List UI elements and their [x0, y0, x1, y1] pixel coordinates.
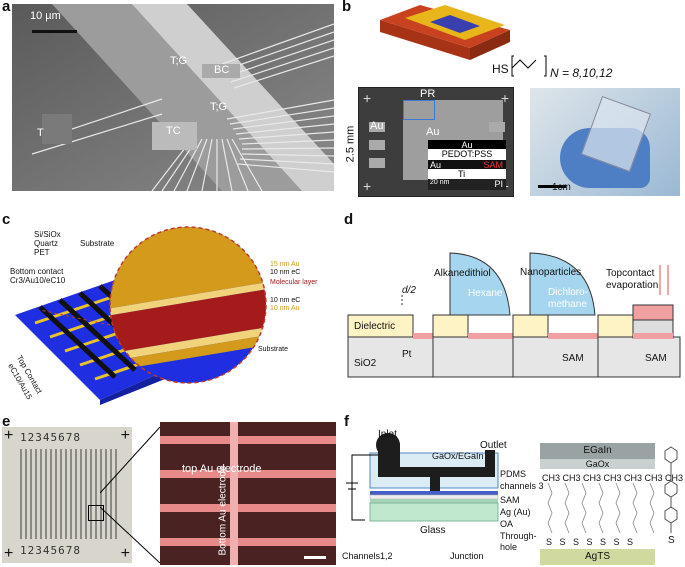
outlet-label: Outlet	[480, 440, 507, 451]
oa-label-f: OA	[500, 519, 514, 529]
topcontact-label-2: evaporation	[606, 280, 659, 291]
chain-label: CH3 CH3 CH3 CH3 CH3 CH3 CH3	[542, 473, 684, 483]
panel-c: c Si/SiOx Quartz PET Substrate Bottom co…	[0, 205, 338, 405]
layer-0: 15 nm Au	[270, 261, 300, 268]
sub-list-1: Quartz	[34, 239, 59, 248]
glass-label: Glass	[420, 525, 446, 536]
digits-bottom: 12345678	[20, 544, 81, 557]
sam-label-f: SAM	[500, 495, 520, 505]
gaox-bar: GaOx	[540, 459, 655, 469]
panel-label-b: b	[342, 0, 352, 15]
bottom-au-label: Bottom Au electrode	[217, 465, 229, 556]
glove-photo-b	[530, 88, 680, 196]
zoom-lines-e	[100, 426, 160, 564]
nanoparticles-label: Nanoparticles	[520, 267, 582, 278]
label-tg-top: T;G	[170, 55, 188, 67]
dielectric-label: Dielectric	[354, 321, 396, 332]
sem-image-a	[12, 4, 334, 191]
panel-label-f: f	[344, 413, 349, 430]
sub-list-0: Si/SiOx	[34, 230, 61, 239]
layer-4: 10 nm Au	[270, 305, 300, 312]
hexane-label: Hexane	[468, 288, 503, 299]
fabrication-steps-d	[347, 252, 681, 378]
label-bc: BC	[214, 64, 230, 76]
micrograph-e	[160, 422, 336, 565]
layer-inset-b: Au PEDOT:PSS Au SAM Ti 20 nm PI	[428, 140, 506, 190]
through-label-1: Through-	[500, 531, 537, 541]
device-3d-b	[380, 5, 510, 60]
n-label: N = 8,10,12	[550, 66, 613, 80]
inset-pedot: PEDOT:PSS	[428, 149, 506, 160]
inlet-label: Inlet	[378, 429, 397, 440]
layer-3: 10 nm eC	[270, 297, 301, 304]
sam-chains	[547, 483, 655, 534]
alkanedithiol-label: Alkanedithiol	[434, 268, 491, 279]
crossbar-device-c	[15, 226, 267, 405]
dichloro-label-2: methane	[548, 299, 587, 310]
gaox-label: GaOx/EGaIn	[432, 451, 484, 461]
channels12-label: Channels1,2	[342, 551, 393, 561]
microfluidic-diagram-f	[346, 433, 499, 522]
panel-label-c: c	[2, 211, 11, 228]
pt-label: Pt	[402, 349, 412, 360]
panel-label-a: a	[2, 0, 11, 15]
ag-label-f: Ag (Au)	[500, 507, 531, 517]
panel-d: d d/2 Dielectric SiO2 Pt Alkanedithiol H…	[340, 205, 685, 405]
panel-label-d: d	[344, 211, 354, 228]
s-atoms-label: S S S S S S S	[546, 537, 634, 547]
layer-1: 10 nm eC	[270, 269, 301, 276]
bottom-contact-2: Cr3/Au10/eC10	[10, 276, 66, 285]
chip-photo-e: 12345678 12345678 + + + +	[2, 427, 132, 563]
label-au-center: Au	[426, 126, 440, 138]
hs-label: HS	[492, 62, 509, 76]
top-au-label: top Au electrode	[182, 463, 262, 475]
substrate-bracket: Substrate	[80, 239, 115, 248]
molecule-icon	[664, 446, 678, 533]
sam-label-1: SAM	[562, 353, 584, 364]
inset-ti: Ti	[458, 169, 466, 179]
dichloro-label-1: Dichloro-	[548, 287, 589, 298]
egain-bar: EGaIn	[540, 443, 655, 459]
pdms-label: PDMS	[500, 469, 527, 479]
junction-label: Junction	[450, 551, 484, 561]
topcontact-label-1: Topcontact	[606, 268, 655, 279]
bottom-contact-1: Bottom contact	[10, 267, 64, 276]
label-tc: TC	[166, 125, 181, 137]
sam-label-2: SAM	[645, 353, 667, 364]
label-pr: PR	[420, 88, 436, 100]
sio2-label: SiO2	[354, 358, 377, 369]
layer-2: Molecular layer	[270, 279, 318, 286]
inset-sam: SAM	[483, 160, 503, 170]
inset-scale: 20 nm	[430, 179, 450, 186]
substrate-label: Substrate	[258, 346, 288, 353]
inset-au2: Au	[430, 160, 442, 170]
label-tg-mid: T;G	[210, 101, 228, 113]
dim-label: 2.5 mm	[344, 125, 357, 163]
alkyl-bracket	[511, 55, 547, 77]
channels3-label: channels 3	[500, 481, 544, 491]
photo-scale: 1cm	[552, 182, 571, 193]
panel-f: f Inlet Outlet GaOx/EGaIn PDMS channels …	[340, 413, 685, 567]
digits-top: 12345678	[20, 431, 81, 444]
panel-a: a 10 µ	[0, 0, 338, 195]
s-right-label: S	[668, 535, 675, 546]
through-label-2: hole	[500, 542, 518, 552]
inset-pi: PI	[494, 179, 503, 189]
panel-b: b HS N = 8,10,12 + + + + PR Au Au 2.5 mm…	[340, 0, 685, 200]
sub-list-2: PET	[34, 248, 50, 257]
label-au-left: Au	[370, 120, 384, 132]
inset-au: Au	[428, 140, 506, 150]
panel-e: e 12345678 12345678 + + + + top Au elect…	[0, 413, 338, 567]
agts-bar: AgTS	[540, 549, 655, 565]
scale-label-a: 10 µm	[30, 10, 61, 22]
d2-label: d/2	[402, 285, 416, 296]
panel-label-e: e	[2, 413, 11, 430]
label-t: T	[37, 127, 44, 139]
